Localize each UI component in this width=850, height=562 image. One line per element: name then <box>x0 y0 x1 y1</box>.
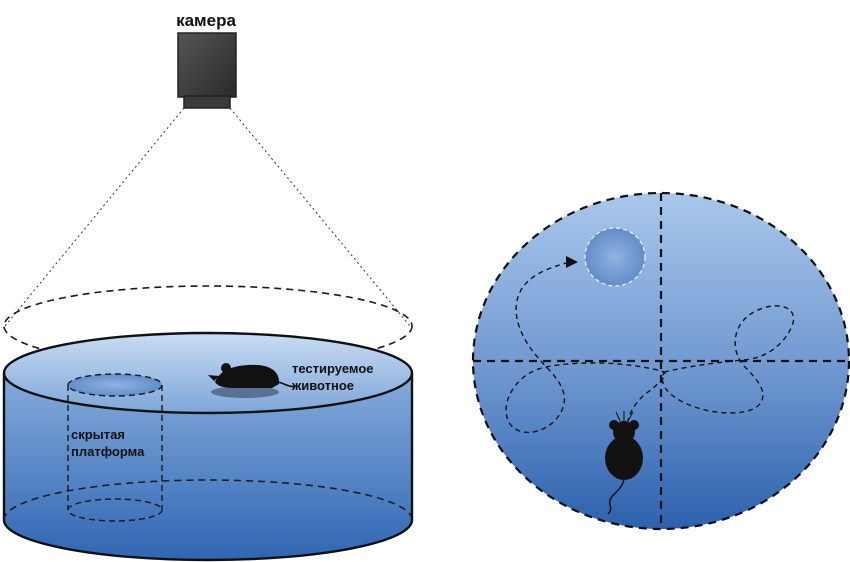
swim-path-loop-right <box>661 305 795 414</box>
camera-projection-ellipse <box>3 285 413 367</box>
platform-target <box>584 227 646 287</box>
animal-label-line1: тестируемое <box>292 361 374 376</box>
mouse-icon <box>208 363 297 398</box>
platform-label-line1: скрытая <box>71 427 125 442</box>
path-arrowhead <box>566 256 578 268</box>
camera-label: камера <box>176 11 236 30</box>
camera-icon <box>177 32 237 109</box>
hidden-platform <box>67 373 163 522</box>
mouse-icon <box>605 411 643 515</box>
camera-view-lines <box>4 107 411 327</box>
swim-path <box>505 260 666 434</box>
animal-label-line2: животное <box>291 378 354 393</box>
platform-label-line2: платформа <box>71 444 145 459</box>
pool-top-view <box>471 191 850 531</box>
pool-side-view <box>2 331 414 562</box>
